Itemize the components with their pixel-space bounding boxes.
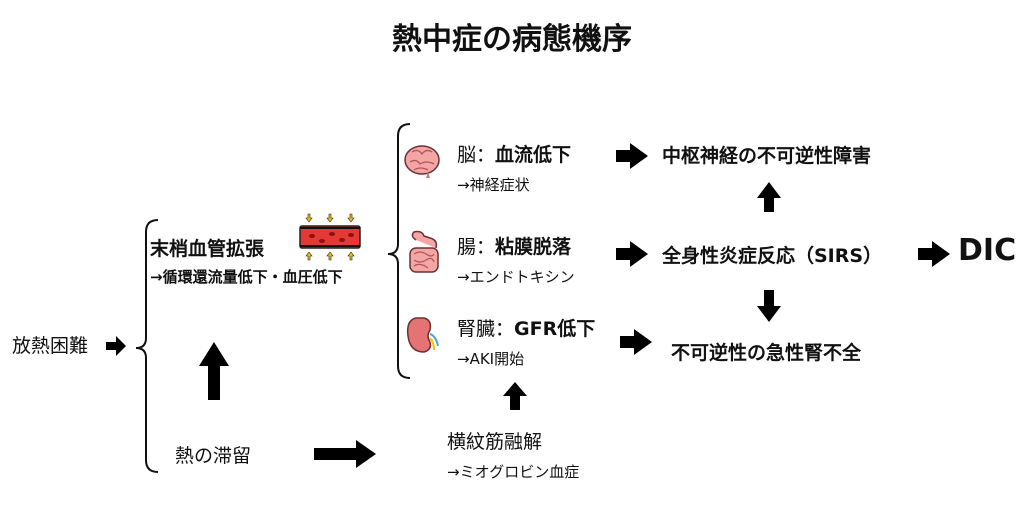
arrow-heat-to-rhabdo [314, 440, 376, 468]
brace-organs [387, 123, 411, 379]
rhabdo-title: 横紋筋融解 [447, 431, 543, 453]
kidney-effect-label: GFR低下 [514, 318, 596, 340]
vasodilation-sub: →循環還流量低下・血圧低下 [150, 268, 343, 286]
vasodilation-title: 末梢血管拡張 [150, 238, 265, 260]
page-title: 熱中症の病態機序 [392, 22, 632, 57]
start-label: 放熱困難 [12, 335, 89, 357]
arrow-heat-up [199, 342, 229, 400]
kidney-organ-label: 腎臓： [457, 318, 515, 340]
brain-sub: →神経症状 [457, 176, 530, 194]
brain-effect-label: 血流低下 [495, 144, 572, 166]
blood-vessel-icon [299, 213, 361, 261]
gut-organ-label: 腸： [457, 236, 496, 258]
gut-effect-label: 粘膜脱落 [495, 236, 572, 258]
outcome-renal: 不可逆性の急性腎不全 [671, 342, 862, 364]
brain-organ-label: 脳： [457, 144, 496, 166]
outcome-cns: 中枢神経の不可逆性障害 [662, 145, 872, 167]
outcome-sirs: 全身性炎症反応（SIRS） [662, 245, 883, 267]
arrow-sirs-down [757, 290, 781, 322]
kidney-sub: →AKI開始 [457, 350, 525, 368]
arrow-sirs-up [757, 182, 781, 212]
heat-retention-label: 熱の滞留 [175, 445, 252, 467]
arrow-sirs-dic [918, 241, 950, 267]
rhabdo-sub: →ミオグロビン血症 [447, 463, 580, 481]
arrow-rhabdo-up [503, 382, 527, 410]
outcome-dic: DIC [958, 233, 1017, 268]
brace-left [135, 219, 159, 473]
gut-sub: →エンドトキシン [457, 268, 575, 286]
intestine-icon [409, 230, 439, 273]
arrow-start-right [106, 336, 126, 356]
arrow-gut-right [616, 241, 648, 267]
kidney-icon [406, 317, 439, 353]
brain-icon [404, 145, 440, 178]
arrow-kidney-right [620, 329, 652, 355]
arrow-brain-right [616, 143, 648, 169]
